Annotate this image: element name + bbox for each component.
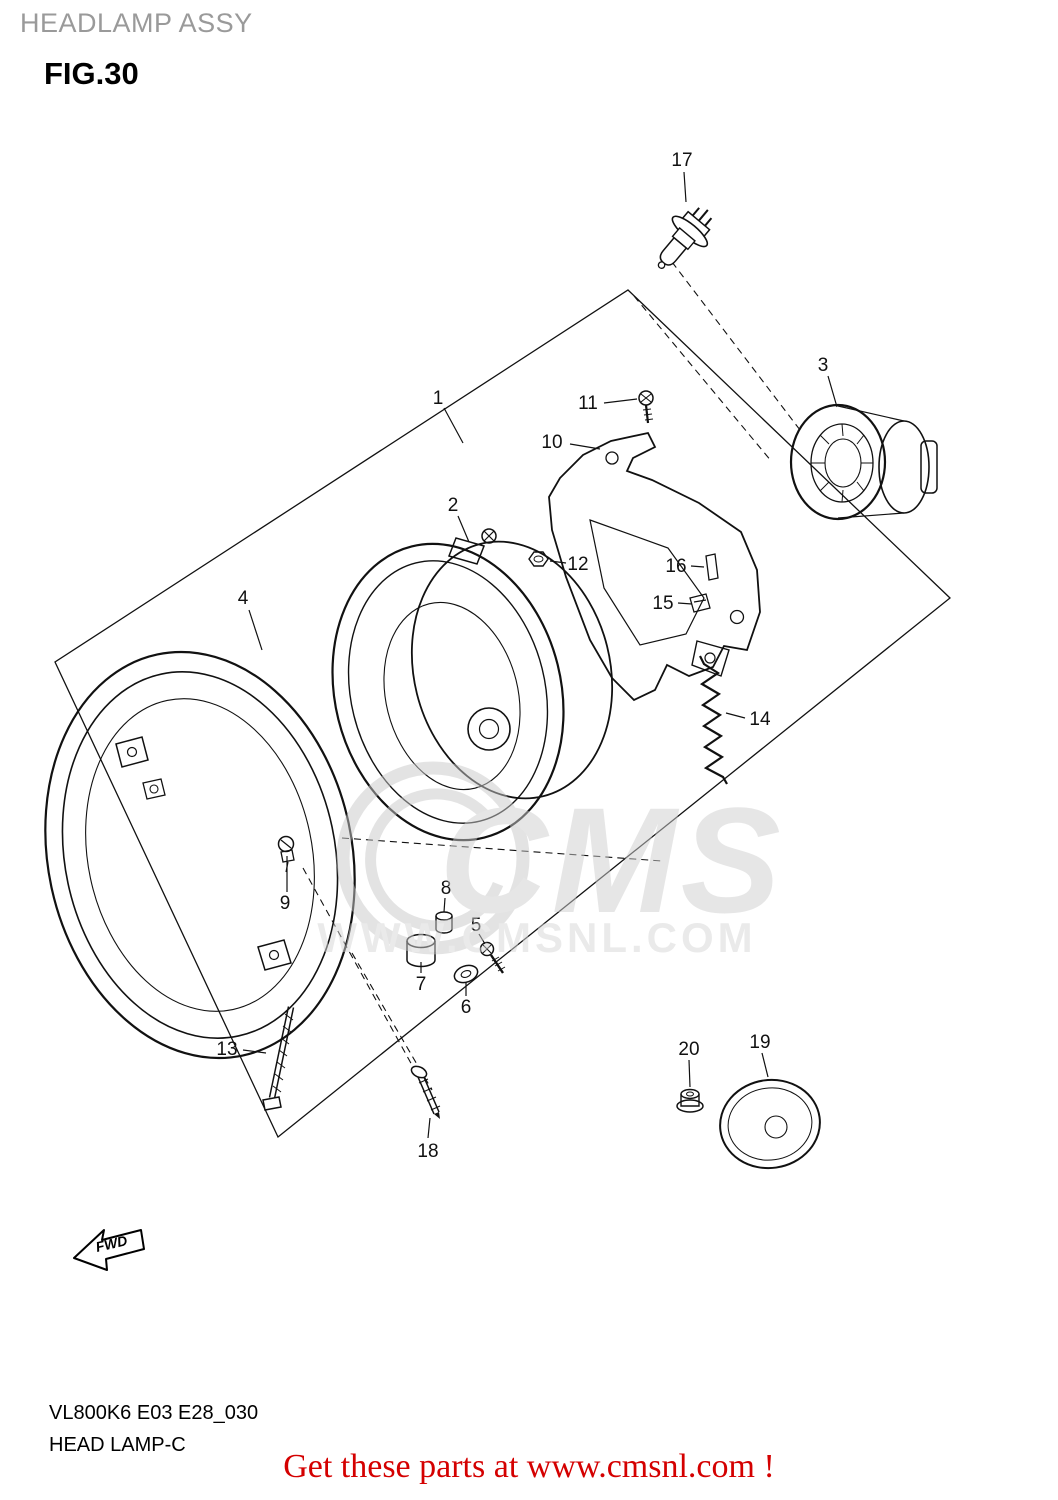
part-14-spring bbox=[699, 655, 728, 785]
callout-11: 11 bbox=[578, 393, 598, 414]
callout-19: 19 bbox=[749, 1032, 770, 1053]
callout-numbers: 1 2 3 4 5 6 7 8 9 10 11 12 13 14 15 16 1… bbox=[216, 150, 828, 1162]
part-5-screw bbox=[479, 941, 506, 974]
part-11-screw bbox=[638, 390, 654, 424]
part-6-washer bbox=[453, 964, 479, 984]
callout-10: 10 bbox=[541, 432, 562, 453]
part-15-clip bbox=[689, 593, 711, 613]
callout-1: 1 bbox=[433, 388, 444, 409]
callout-9: 9 bbox=[280, 893, 291, 914]
fwd-label: FWD bbox=[94, 1232, 129, 1255]
callout-3: 3 bbox=[818, 355, 829, 376]
part-16-pin bbox=[705, 553, 719, 581]
callout-7: 7 bbox=[416, 974, 427, 995]
part-13-bolt bbox=[262, 1006, 295, 1111]
callout-5: 5 bbox=[471, 915, 482, 936]
watermark: CMS WWW.CMSNL.COM bbox=[317, 761, 784, 961]
callout-8: 8 bbox=[441, 878, 452, 899]
part-18-screw bbox=[410, 1065, 441, 1119]
watermark-logo-icon bbox=[336, 761, 530, 955]
part-9-adjust-screw bbox=[277, 835, 295, 873]
part-2-headlamp-unit bbox=[331, 528, 614, 842]
watermark-brand: CMS bbox=[439, 776, 784, 944]
callout-16: 16 bbox=[665, 556, 686, 577]
part-19-reflector bbox=[719, 1078, 821, 1170]
callout-12: 12 bbox=[567, 554, 588, 575]
callout-6: 6 bbox=[461, 997, 472, 1018]
diagram-name: HEAD LAMP-C bbox=[49, 1434, 186, 1456]
model-code: VL800K6 E03 E28_030 bbox=[49, 1402, 259, 1424]
promo-banner-link[interactable]: Get these parts at www.cmsnl.com ! bbox=[283, 1448, 775, 1485]
part-20-nut bbox=[676, 1088, 704, 1113]
part-17-bulb bbox=[657, 207, 713, 269]
callout-17: 17 bbox=[671, 150, 692, 171]
watermark-url: WWW.CMSNL.COM bbox=[317, 914, 756, 961]
callout-13: 13 bbox=[216, 1039, 237, 1060]
figure-number: FIG.30 bbox=[44, 56, 139, 91]
callout-20: 20 bbox=[678, 1039, 699, 1060]
callout-4: 4 bbox=[238, 588, 249, 609]
part-3-socket-ring bbox=[789, 403, 938, 521]
section-title: HEADLAMP ASSY bbox=[20, 8, 253, 38]
part-12-nut bbox=[528, 551, 549, 567]
assembly-guide-lines bbox=[302, 261, 801, 1091]
callout-2: 2 bbox=[448, 495, 459, 516]
callout-leaders bbox=[242, 171, 838, 1139]
fwd-direction-arrow: FWD bbox=[73, 1229, 145, 1271]
callout-15: 15 bbox=[652, 593, 673, 614]
callout-18: 18 bbox=[417, 1141, 438, 1162]
callout-14: 14 bbox=[749, 709, 771, 730]
